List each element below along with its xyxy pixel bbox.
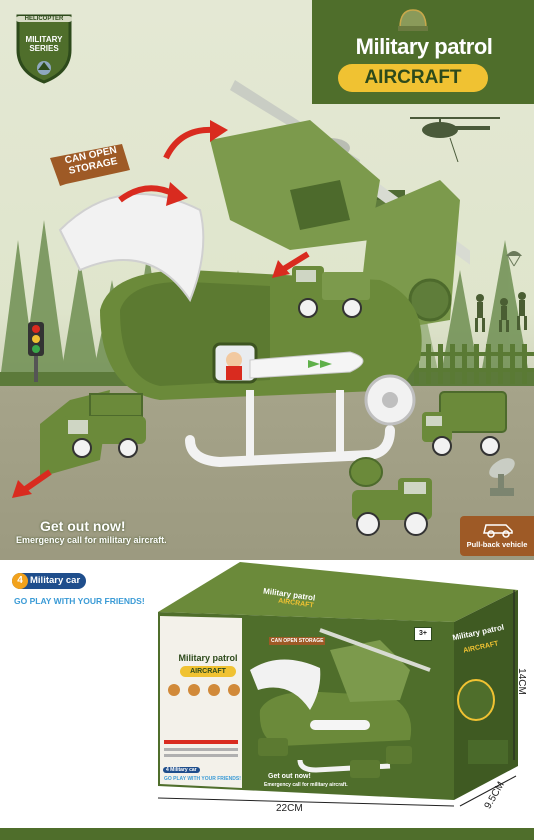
small-truck-toy — [292, 266, 370, 318]
military-car-label: Military car — [30, 575, 81, 586]
footer-bar — [0, 828, 534, 840]
helicopter-toy-image — [40, 80, 470, 478]
badge-label-top: HELICOPTER — [16, 16, 72, 22]
soldiers-icon — [475, 292, 527, 332]
box-subtitle: AIRCRAFT — [180, 666, 236, 677]
dimension-width: 22CM — [276, 803, 303, 814]
box-title: Military patrol — [178, 653, 238, 663]
arrow-icon — [163, 120, 228, 160]
arrow-icon — [272, 251, 310, 278]
box-age-badge: 3+ — [414, 627, 432, 641]
cargo-truck-toy — [422, 391, 507, 456]
box-military-car-label: 4 Military car — [163, 767, 200, 773]
pullback-label: Pull-back vehicle — [466, 540, 528, 549]
car-outline-icon — [483, 524, 513, 538]
slogan: GO PLAY WITH YOUR FRIENDS! — [14, 596, 145, 606]
radar-truck-toy — [349, 457, 432, 536]
traffic-light-icon — [28, 322, 44, 382]
arrow-icon — [12, 469, 52, 498]
product-subtitle: AIRCRAFT — [338, 64, 488, 92]
arrow-icon — [118, 182, 188, 206]
satellite-dish-icon — [489, 458, 515, 496]
box-slogan: GO PLAY WITH YOUR FRIENDS! — [164, 776, 241, 782]
box-tagline-headline: Get out now! — [268, 773, 311, 780]
badge-label-middle: MILITARY SERIES — [25, 35, 63, 53]
box-storage-label: CAN OPEN STORAGE — [269, 637, 326, 645]
tagline-headline: Get out now! — [40, 518, 126, 534]
dimension-height: 14CM — [515, 668, 527, 695]
tagline-subline: Emergency call for military aircraft. — [16, 535, 167, 545]
box-tagline-subline: Emergency call for military aircraft. — [264, 782, 348, 788]
rocket-truck-toy — [62, 393, 146, 458]
packaging-box-image — [157, 562, 518, 807]
military-car-count: 4 — [12, 573, 28, 589]
product-title: Military patrol — [355, 34, 493, 59]
parachute-icon — [506, 251, 522, 267]
background-helicopter-icon — [410, 117, 500, 162]
military-car-pill — [12, 573, 86, 589]
helmet-icon — [398, 9, 428, 31]
shield-badge-icon — [16, 14, 72, 84]
callout-banner — [50, 144, 130, 186]
pullback-badge — [460, 516, 534, 556]
